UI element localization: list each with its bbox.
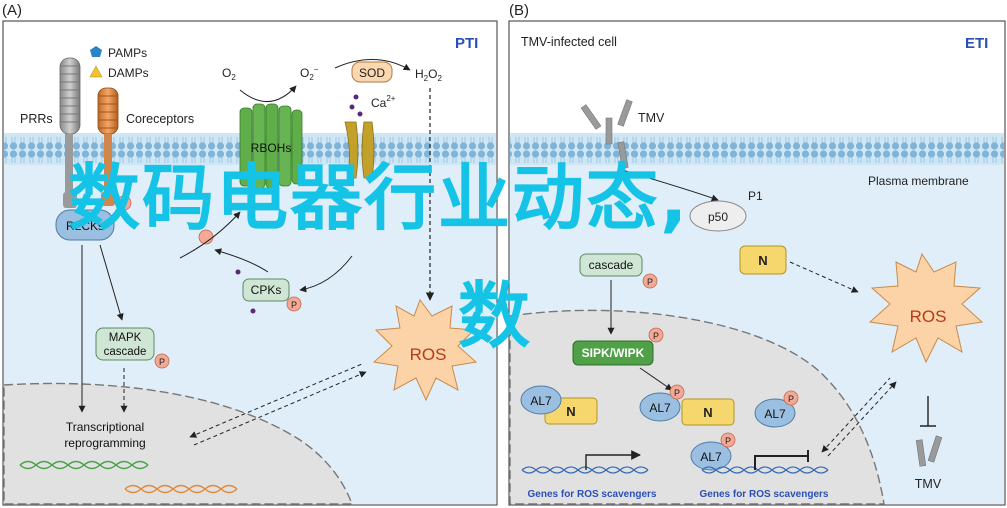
dna-helix-blue-1 [521, 466, 649, 474]
coreceptors-label: Coreceptors [126, 112, 194, 126]
svg-text:P: P [674, 388, 680, 398]
p1-label: P1 [748, 189, 763, 203]
ca-ion [349, 104, 355, 110]
phospho-dot [154, 353, 170, 369]
svg-text:P: P [647, 277, 653, 287]
mapk-label-1: MAPK [109, 332, 142, 344]
sod-box [351, 61, 393, 83]
phospho-dot [116, 195, 132, 211]
n-label-2: N [566, 404, 575, 419]
al7-blob [520, 385, 562, 415]
rboh-channel [239, 103, 303, 189]
rbohs-label: RBOHs [251, 141, 292, 155]
o2-label: O2 [222, 66, 236, 82]
h2o2-label: H2O2 [415, 67, 442, 83]
panel-b: (B) TMV-infected cell ETI Plasma membran… [508, 2, 1006, 506]
ca-label: Ca2+ [371, 94, 396, 110]
svg-text:AL7: AL7 [530, 394, 552, 408]
plasma-membrane-label: Plasma membrane [868, 174, 969, 188]
al7-blob [690, 441, 732, 471]
reprogramming-label: reprogramming [64, 436, 145, 450]
ros-star-b [868, 252, 984, 364]
tmv-label: TMV [638, 111, 665, 125]
dna-helix-blue-2 [701, 466, 829, 474]
rlck-label: RLCKs [66, 219, 104, 233]
al7-blob [639, 392, 681, 422]
svg-text:P: P [788, 394, 794, 404]
pamp-pentagon-icon [90, 46, 102, 57]
genes-label-2: Genes for ROS scavengers [700, 489, 829, 500]
dna-helix-green [19, 460, 149, 470]
cpks-box [242, 278, 290, 302]
sod-label: SOD [359, 66, 385, 80]
panel-a-label: (A) [2, 2, 22, 19]
svg-text:P: P [121, 199, 127, 209]
damp-triangle-icon [89, 65, 103, 78]
n-box [739, 245, 787, 275]
n-label-1: N [758, 253, 767, 268]
eti-tag: ETI [965, 35, 988, 52]
svg-text:P: P [725, 436, 731, 446]
tmv-virions-2 [915, 435, 943, 467]
al7-blob [754, 398, 796, 428]
nucleus-a [3, 382, 354, 505]
tmv-virions [580, 99, 633, 169]
ros-label-a: ROS [410, 345, 447, 364]
sipk-box [572, 340, 654, 366]
svg-text:AL7: AL7 [700, 450, 722, 464]
panel-b-label: (B) [509, 2, 529, 19]
phospho-dot [648, 327, 664, 343]
mapk-label-2: cascade [104, 346, 147, 358]
coreceptor [97, 87, 119, 206]
plasma-membrane-b [510, 134, 1004, 164]
cascade-label: cascade [589, 258, 634, 272]
svg-text:AL7: AL7 [649, 401, 671, 415]
svg-text:AL7: AL7 [764, 407, 786, 421]
panel-a: (A) PTI PAMPs DAMPs PRRs Coreceptors [2, 2, 498, 506]
ros-label-b: ROS [910, 307, 947, 326]
superoxide-label: O2− [300, 65, 319, 82]
tmv-label-2: TMV [915, 477, 942, 491]
prrs-label: PRRs [20, 112, 53, 126]
legend-damps: DAMPs [108, 66, 149, 80]
n-label-3: N [703, 405, 712, 420]
ros-star-a [372, 298, 478, 402]
phospho-dot [286, 296, 302, 312]
rlck-blob [55, 209, 115, 241]
dna-helix-orange [124, 484, 238, 494]
calcium-channel [344, 121, 375, 179]
pti-tag: PTI [455, 35, 478, 52]
legend-pamps: PAMPs [108, 46, 147, 60]
prr-receptor [59, 57, 81, 208]
mapk-box [95, 327, 155, 361]
phospho-dot [642, 273, 658, 289]
cpks-label: CPKs [251, 283, 282, 297]
svg-text:P: P [291, 300, 297, 310]
genes-label-1: Genes for ROS scavengers [528, 489, 657, 500]
svg-text:P: P [159, 357, 165, 367]
svg-text:P: P [653, 331, 659, 341]
cascade-box [579, 253, 643, 277]
p50-label: p50 [708, 210, 728, 224]
sipk-label: SIPK/WIPK [582, 346, 645, 360]
panel-b-title: TMV-infected cell [521, 35, 617, 49]
transcriptional-label: Transcriptional [66, 420, 144, 434]
